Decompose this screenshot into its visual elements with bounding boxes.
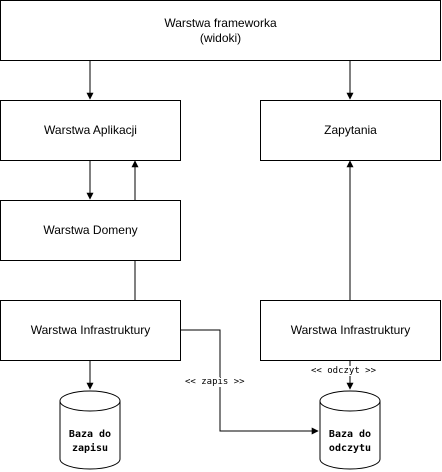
domain-layer-box: Warstwa Domeny bbox=[0, 200, 181, 261]
framework-layer-title: Warstwa frameworka bbox=[164, 15, 277, 30]
infrastructure-left-label: Warstwa Infrastruktury bbox=[30, 323, 151, 337]
infrastructure-right-label: Warstwa Infrastruktury bbox=[290, 323, 411, 337]
queries-box: Zapytania bbox=[260, 100, 441, 161]
read-db-label: Baza do odczytu bbox=[328, 429, 372, 454]
write-edge-label: << zapis >> bbox=[185, 377, 245, 387]
application-layer-label: Warstwa Aplikacji bbox=[44, 123, 137, 137]
read-db-cylinder bbox=[319, 390, 381, 470]
application-layer-box: Warstwa Aplikacji bbox=[0, 100, 181, 161]
write-db-label: Baza do zapisu bbox=[68, 429, 112, 454]
framework-layer-box: Warstwa frameworka (widoki) bbox=[0, 0, 441, 61]
framework-layer-subtitle: (widoki) bbox=[199, 30, 242, 45]
queries-label: Zapytania bbox=[324, 123, 377, 137]
infrastructure-left-box: Warstwa Infrastruktury bbox=[0, 300, 181, 361]
infrastructure-right-box: Warstwa Infrastruktury bbox=[260, 300, 441, 361]
write-db-cylinder bbox=[59, 390, 121, 470]
read-edge-label: << odczyt >> bbox=[311, 366, 377, 376]
domain-layer-label: Warstwa Domeny bbox=[43, 223, 138, 237]
